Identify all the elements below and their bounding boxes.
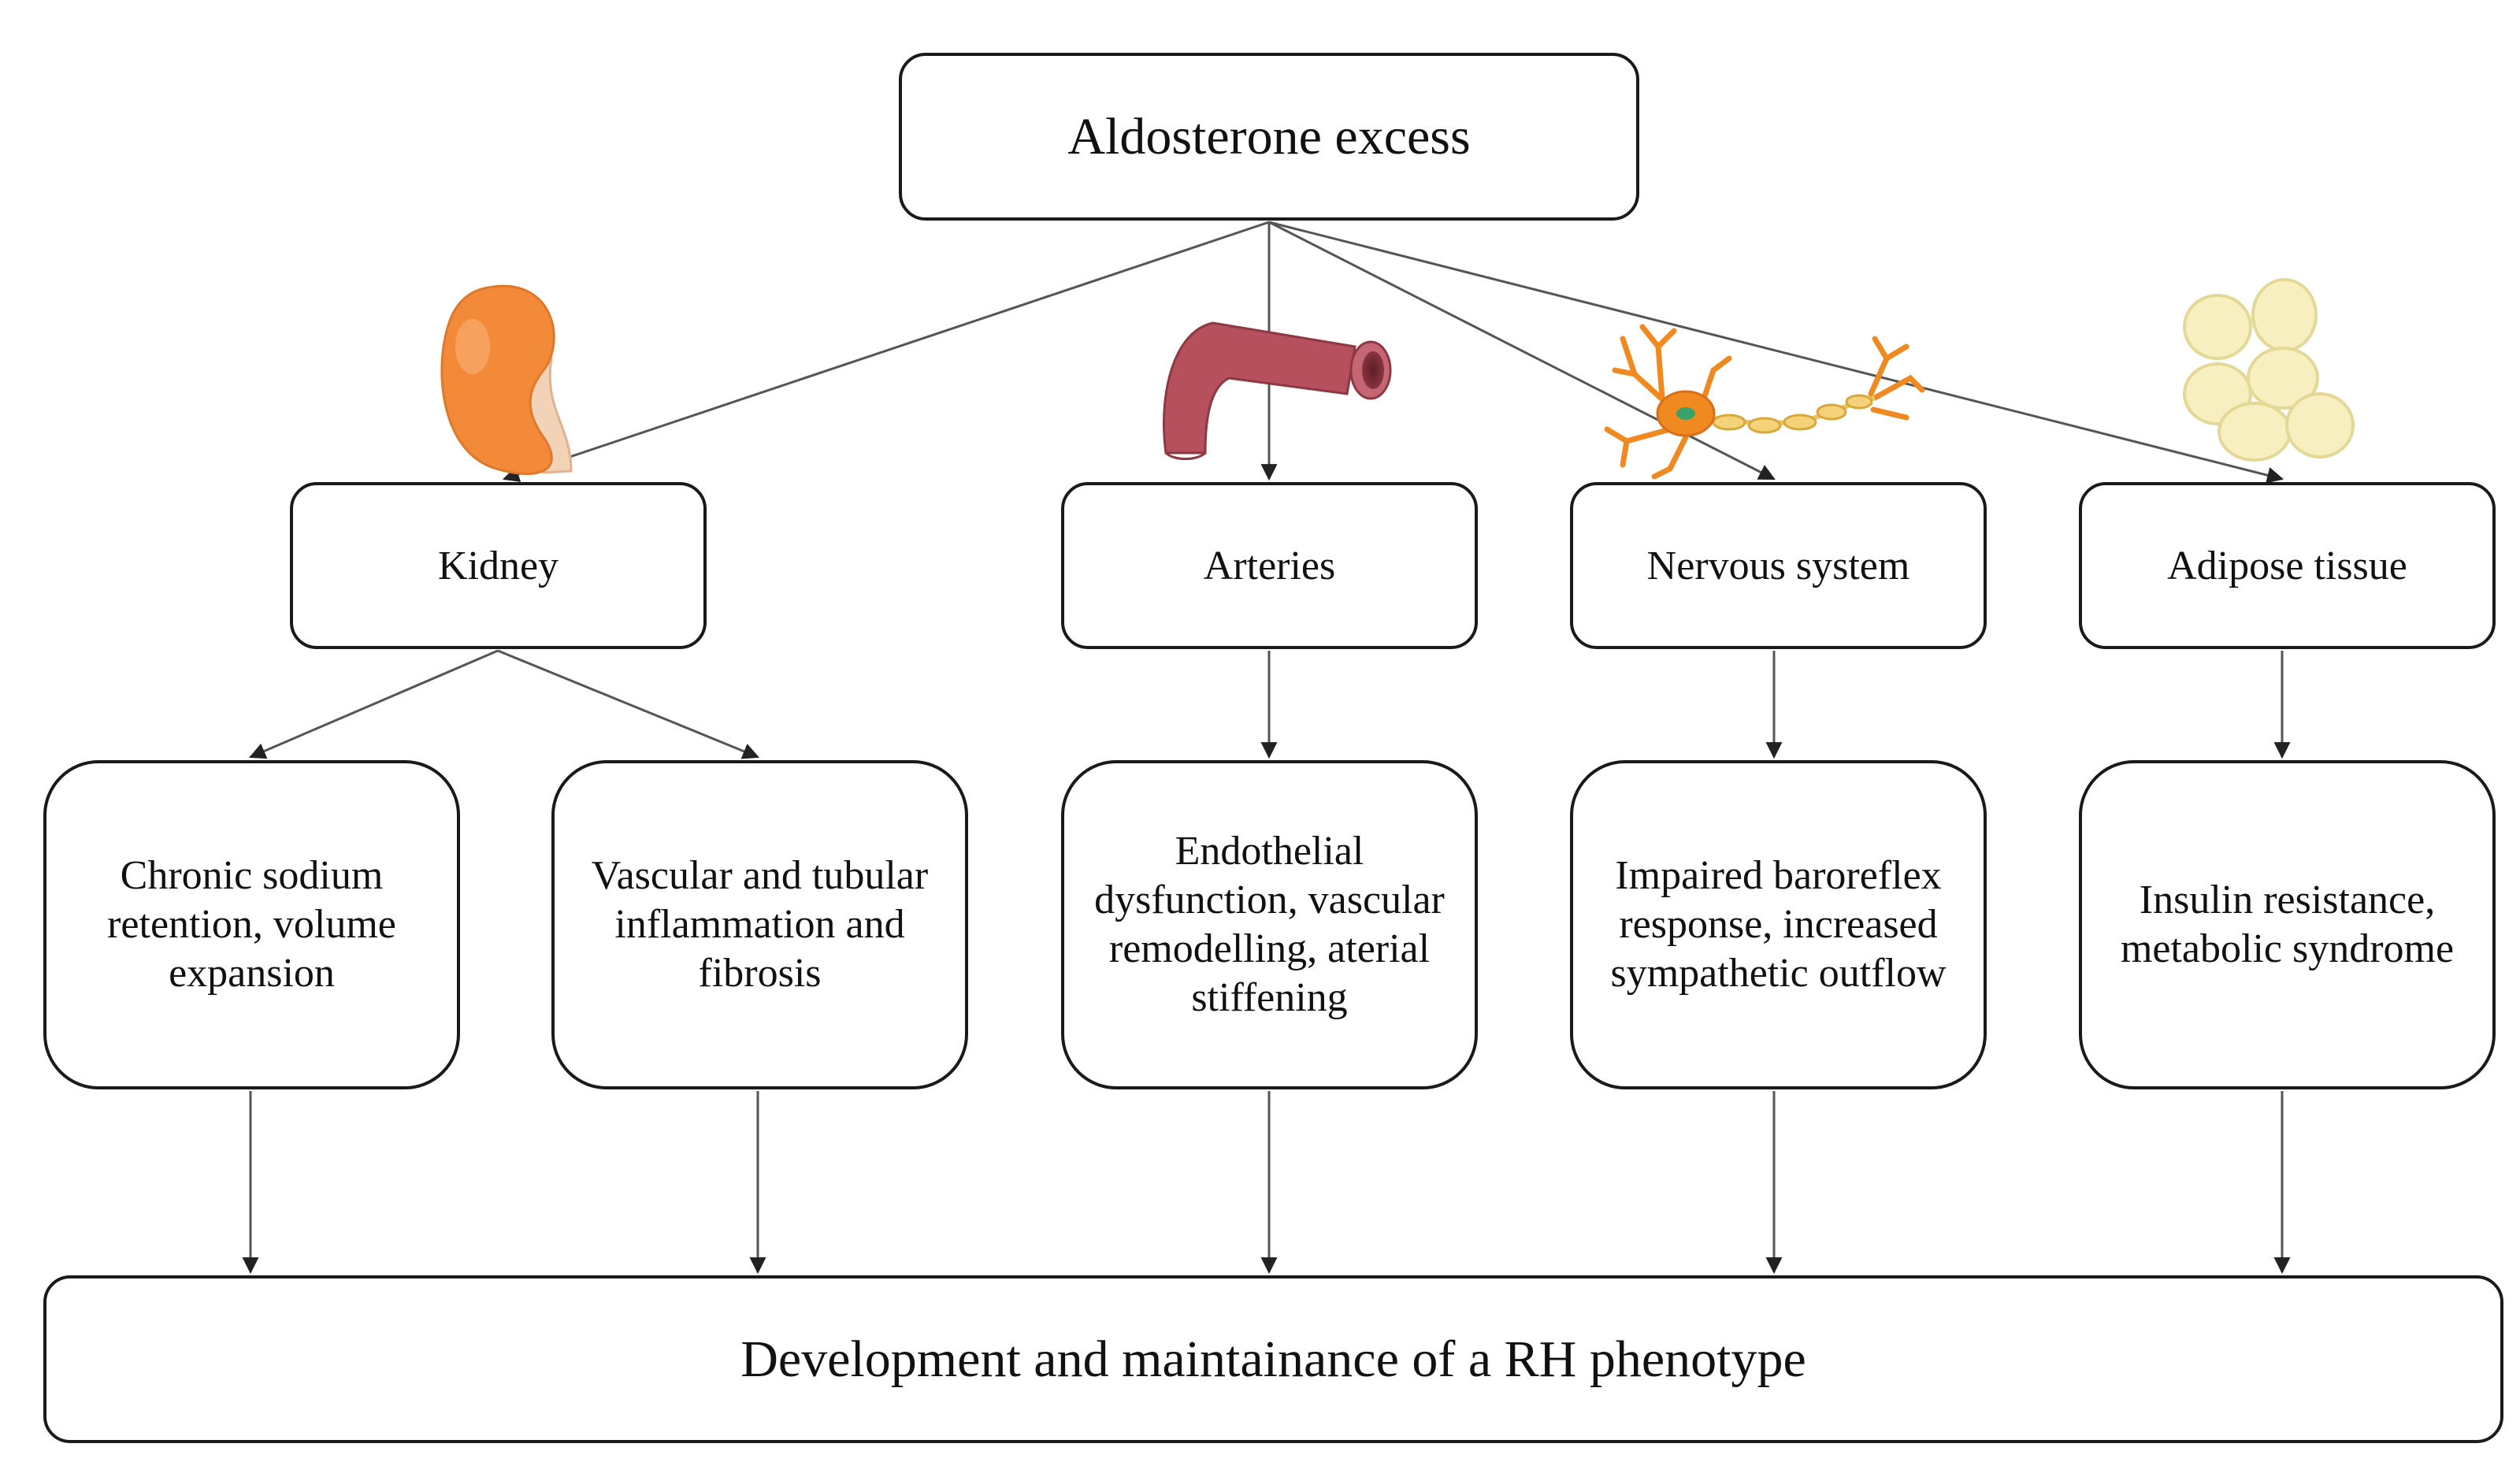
arrow-kidney-to-inflammation xyxy=(497,649,759,759)
baroreflex-box: Impaired baroreflex response, increased … xyxy=(1570,760,1987,1089)
aldosterone-excess-box: Aldosterone excess xyxy=(899,53,1639,221)
kidney-icon xyxy=(440,284,573,475)
sodium-retention-box: Chronic sodium retention, volume expansi… xyxy=(43,760,460,1089)
insulin-resistance-label: Insulin resistance, metabolic syndrome xyxy=(2120,878,2455,971)
nervous-system-label: Nervous system xyxy=(1646,543,1910,588)
kidney-box: Kidney xyxy=(290,482,707,649)
endothelial-dysfunction-label: Endothelial dysfunction, vascular remode… xyxy=(1094,829,1445,1020)
rh-phenotype-label: Development and maintainance of a RH phe… xyxy=(740,1330,1806,1388)
adipose-tissue-box: Adipose tissue xyxy=(2079,482,2496,649)
adipose-cells-icon xyxy=(2183,278,2355,462)
rh-phenotype-box: Development and maintainance of a RH phe… xyxy=(43,1275,2503,1443)
neuron-icon xyxy=(1604,324,1925,480)
arteries-box: Arteries xyxy=(1061,482,1478,649)
artery-icon xyxy=(1163,321,1392,460)
inflammation-fibrosis-label: Vascular and tubular inflammation and fi… xyxy=(591,853,929,996)
kidney-label: Kidney xyxy=(437,543,559,588)
aldosterone-excess-label: Aldosterone excess xyxy=(1067,107,1471,165)
arteries-label: Arteries xyxy=(1203,543,1336,588)
arrow-kidney-to-sodium xyxy=(249,649,499,759)
arrow-top-to-adipose xyxy=(1268,221,2284,484)
insulin-resistance-box: Insulin resistance, metabolic syndrome xyxy=(2079,760,2496,1089)
endothelial-dysfunction-box: Endothelial dysfunction, vascular remode… xyxy=(1061,760,1478,1089)
inflammation-fibrosis-box: Vascular and tubular inflammation and fi… xyxy=(551,760,968,1089)
connectors-bottom xyxy=(242,1091,2291,1275)
arrow-top-to-kidney xyxy=(503,221,1270,482)
sodium-retention-label: Chronic sodium retention, volume expansi… xyxy=(107,853,396,996)
connectors-middle xyxy=(249,649,2291,759)
connectors-top xyxy=(503,221,2284,484)
adipose-tissue-label: Adipose tissue xyxy=(2167,543,2407,588)
baroreflex-label: Impaired baroreflex response, increased … xyxy=(1610,853,1947,996)
nervous-system-box: Nervous system xyxy=(1570,482,1987,649)
